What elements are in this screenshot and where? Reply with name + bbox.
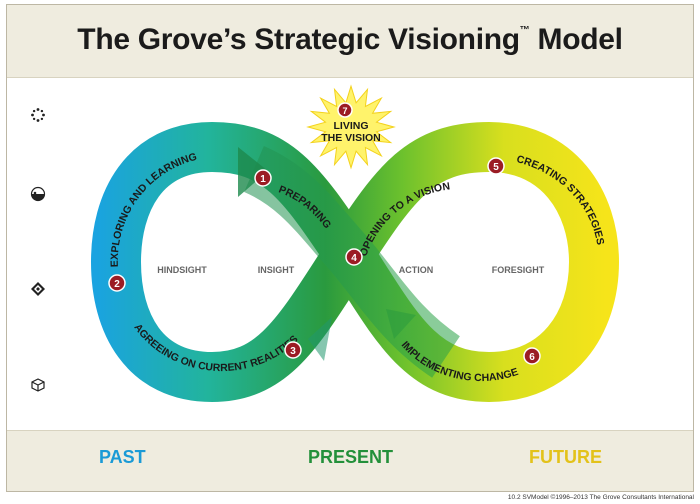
- badge-5: 5: [487, 157, 505, 175]
- svg-text:5: 5: [493, 162, 499, 173]
- page-title: The Grove’s Strategic Visioning™ Model: [7, 23, 693, 57]
- sunburst-icon: [31, 108, 45, 122]
- badge-4: 4: [345, 248, 363, 266]
- future-label: FUTURE: [529, 447, 602, 467]
- cube-icon: [31, 378, 45, 392]
- svg-text:1: 1: [260, 174, 266, 185]
- stage-7-label-line1: LIVING: [333, 120, 368, 132]
- zone-insight: INSIGHT: [258, 265, 295, 275]
- footer-band: PAST PRESENT FUTURE: [7, 430, 693, 491]
- badge-7: 7: [337, 102, 353, 118]
- zone-hindsight: HINDSIGHT: [157, 265, 207, 275]
- title-text: The Grove’s Strategic Visioning: [77, 23, 520, 56]
- badge-3: 3: [284, 341, 302, 359]
- present-label: PRESENT: [308, 447, 394, 467]
- header-band: The Grove’s Strategic Visioning™ Model: [7, 5, 693, 78]
- svg-text:4: 4: [351, 253, 357, 264]
- stage-7-label-line2: THE VISION: [321, 132, 381, 144]
- diamond-icon: [31, 282, 45, 296]
- badge-2: 2: [108, 274, 126, 292]
- vision-starburst: [306, 84, 396, 170]
- trademark-mark: ™: [519, 25, 530, 36]
- past-label: PAST: [99, 447, 146, 467]
- svg-text:6: 6: [529, 352, 535, 363]
- zone-action: ACTION: [399, 265, 434, 275]
- badge-1: 1: [254, 169, 272, 187]
- copyright-text: 10.2 SVModel ©1996–2013 The Grove Consul…: [507, 494, 694, 501]
- yin-yang-icon: [30, 186, 46, 202]
- zone-foresight: FORESIGHT: [492, 265, 545, 275]
- arrow-chevron-1: [238, 147, 268, 197]
- title-end-text: Model: [529, 23, 623, 56]
- arrow-chevron-3: [386, 309, 416, 339]
- svg-text:7: 7: [342, 106, 347, 116]
- svg-text:3: 3: [290, 346, 296, 357]
- svg-text:2: 2: [114, 279, 120, 290]
- infinity-diagram: LIVING THE VISION EXPLORING AND LEARNING…: [91, 84, 619, 402]
- arrow-chevron-2: [308, 317, 332, 361]
- badge-6: 6: [523, 347, 541, 365]
